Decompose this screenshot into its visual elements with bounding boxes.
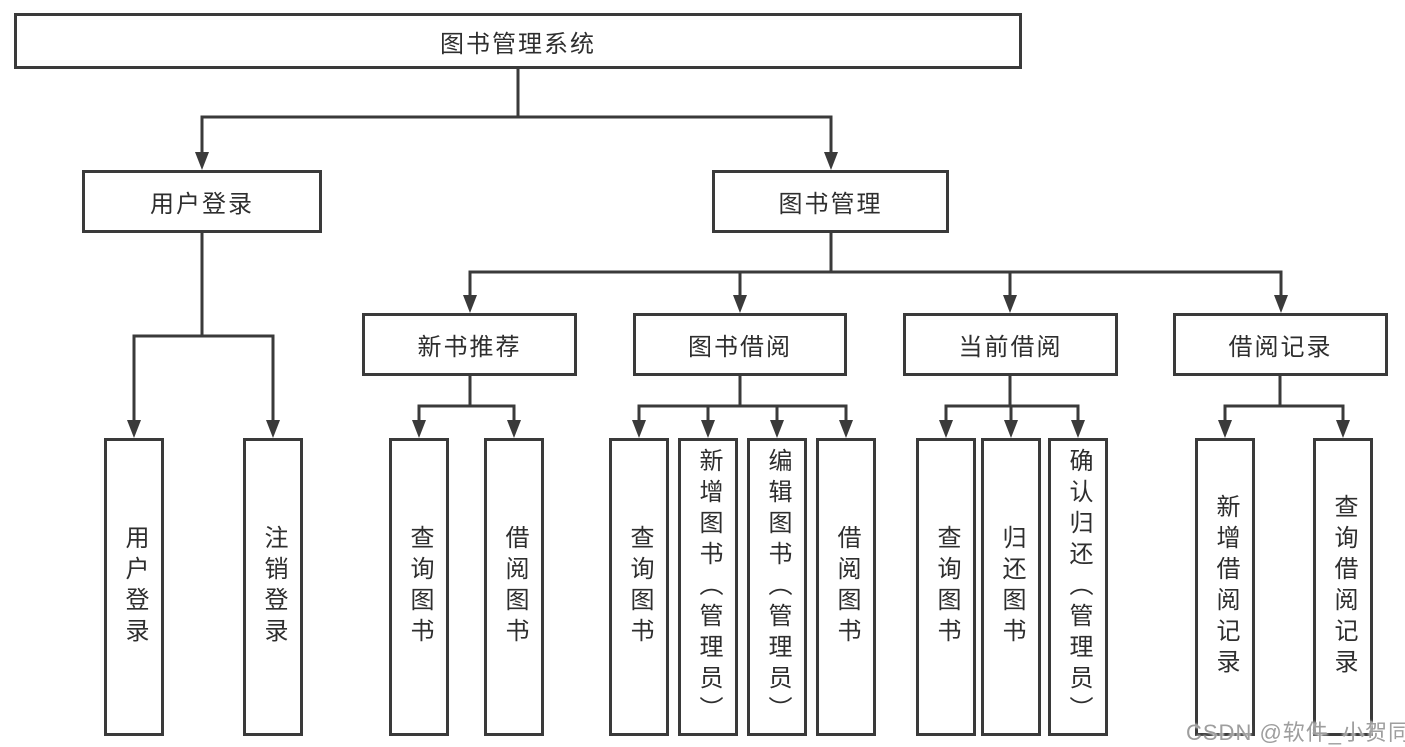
leaf-query-books-recommend: 查询图书 <box>389 438 449 736</box>
leaf-query-borrow-record-label: 查询借阅记录 <box>1330 494 1357 680</box>
arrowhead <box>1336 420 1350 438</box>
leaf-confirm-return-admin-label: 确认归还（管理员） <box>1065 447 1092 727</box>
leaf-add-book-admin-label: 新增图书（管理员） <box>695 447 722 727</box>
leaf-borrow-book-recommend-label: 借阅图书 <box>501 525 528 649</box>
leaf-logout: 注销登录 <box>243 438 303 736</box>
arrowhead <box>632 420 646 438</box>
arrowhead <box>463 295 477 313</box>
leaf-user-login-label: 用户登录 <box>121 525 148 649</box>
arrowhead <box>939 420 953 438</box>
arrowhead <box>1071 420 1085 438</box>
edges-current-borrowing <box>939 376 1085 438</box>
edges-root <box>195 68 838 170</box>
leaf-return-book-label: 归还图书 <box>998 525 1025 649</box>
leaf-add-borrow-record: 新增借阅记录 <box>1195 438 1255 736</box>
leaf-query-books-borrowing: 查询图书 <box>609 438 669 736</box>
arrowhead <box>1003 295 1017 313</box>
arrowhead <box>412 420 426 438</box>
leaf-query-books-current-label: 查询图书 <box>933 525 960 649</box>
leaf-borrow-book: 借阅图书 <box>816 438 876 736</box>
arrowhead <box>1274 295 1288 313</box>
arrowhead <box>1004 420 1018 438</box>
leaf-add-borrow-record-label: 新增借阅记录 <box>1212 494 1239 680</box>
arrowhead <box>127 420 141 438</box>
leaf-edit-book-admin: 编辑图书（管理员） <box>747 438 807 736</box>
watermark: CSDN @软件_小贺同学 <box>1186 720 1405 745</box>
arrowhead <box>770 420 784 438</box>
leaf-edit-book-admin-label: 编辑图书（管理员） <box>764 447 791 727</box>
leaf-confirm-return-admin: 确认归还（管理员） <box>1048 438 1108 736</box>
arrowhead <box>195 152 209 170</box>
arrowhead <box>824 152 838 170</box>
leaf-query-books-current: 查询图书 <box>916 438 976 736</box>
leaf-user-login: 用户登录 <box>104 438 164 736</box>
leaf-return-book: 归还图书 <box>981 438 1041 736</box>
node-book-borrowing: 图书借阅 <box>633 313 847 376</box>
arrowhead <box>1218 420 1232 438</box>
leaf-logout-label: 注销登录 <box>260 525 287 649</box>
node-user-login: 用户登录 <box>82 170 322 233</box>
leaf-add-book-admin: 新增图书（管理员） <box>678 438 738 736</box>
arrowhead <box>507 420 521 438</box>
leaf-query-books-recommend-label: 查询图书 <box>406 525 433 649</box>
edges-borrow-records <box>1218 376 1350 438</box>
arrowhead <box>266 420 280 438</box>
leaf-query-borrow-record: 查询借阅记录 <box>1313 438 1373 736</box>
edges-book-management <box>463 233 1288 313</box>
arrowhead <box>733 295 747 313</box>
leaf-query-books-borrowing-label: 查询图书 <box>626 525 653 649</box>
node-borrow-records: 借阅记录 <box>1173 313 1388 376</box>
edges-book-borrowing <box>632 376 853 438</box>
node-current-borrowing: 当前借阅 <box>903 313 1118 376</box>
node-book-management: 图书管理 <box>712 170 949 233</box>
leaf-borrow-book-recommend: 借阅图书 <box>484 438 544 736</box>
leaf-borrow-book-label: 借阅图书 <box>833 525 860 649</box>
edges-new-book-recommend <box>412 376 521 438</box>
arrowhead <box>701 420 715 438</box>
edges-user-login <box>127 233 280 438</box>
node-root-system: 图书管理系统 <box>14 13 1022 69</box>
arrowhead <box>839 420 853 438</box>
node-new-book-recommend: 新书推荐 <box>362 313 577 376</box>
